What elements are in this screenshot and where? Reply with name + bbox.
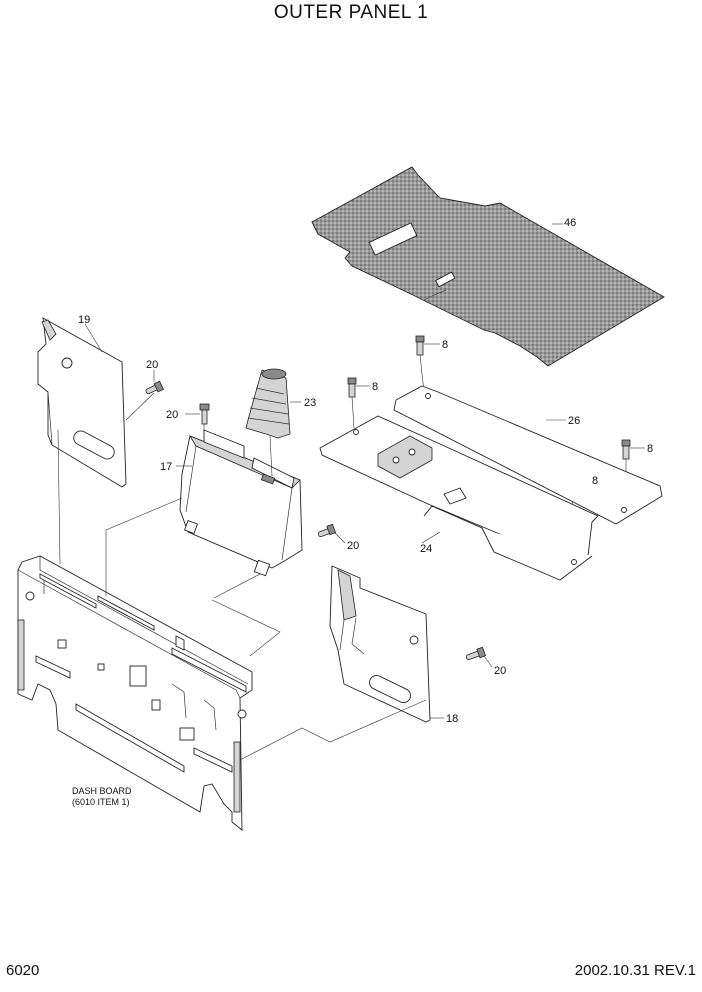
callout-17: 17: [160, 461, 172, 473]
callout-labels: 46 19 20 20 23 17 8 8 26 8 8 20 24 20 18…: [72, 217, 653, 807]
side-panel-right-18: [329, 565, 444, 723]
callout-8-b: 8: [372, 381, 378, 393]
mounting-hole: [61, 357, 73, 369]
callout-20-c: 20: [347, 540, 359, 552]
page-title: OUTER PANEL 1: [273, 2, 429, 23]
slot-hole: [369, 674, 411, 704]
bolt-20-c: [317, 523, 346, 544]
floor-plate-26: [393, 385, 663, 525]
revision-date: 2002.10.31 REV.1: [574, 962, 696, 979]
callout-24: 24: [420, 543, 432, 555]
console-box-17: [176, 429, 303, 577]
callout-19: 19: [78, 314, 90, 326]
callout-18: 18: [446, 713, 458, 725]
stud-8-b: [347, 377, 370, 429]
assembly-reference-lines: [57, 392, 427, 761]
slot-hole: [73, 430, 115, 460]
floor-mat-46: [311, 166, 665, 367]
callout-26: 26: [568, 415, 580, 427]
callout-23: 23: [304, 397, 316, 409]
callout-8-d: 8: [592, 475, 598, 487]
dash-board-note-line2: (6010 ITEM 1): [72, 797, 130, 807]
floor-plate-24: [319, 415, 599, 581]
mounting-hole: [409, 635, 419, 645]
callout-20-d: 20: [494, 665, 506, 677]
callout-20-a: 20: [146, 359, 158, 371]
callout-8-a: 8: [442, 339, 448, 351]
side-panel-left-19: [37, 317, 127, 488]
bellows-boot-23: [245, 368, 301, 439]
dash-board-note-line1: DASH BOARD: [72, 786, 132, 796]
page-number: 6020: [6, 962, 40, 979]
stud-8-a: [415, 335, 440, 393]
callout-20-b: 20: [166, 409, 178, 421]
bolt-20-d: [465, 646, 493, 668]
callout-8-c: 8: [647, 443, 653, 455]
bolt-20-a: [145, 370, 164, 395]
dash-board-assembly: [17, 555, 253, 831]
mat-cutout: [368, 222, 418, 256]
callout-46: 46: [564, 217, 576, 229]
bolt-20-b: [185, 403, 210, 425]
